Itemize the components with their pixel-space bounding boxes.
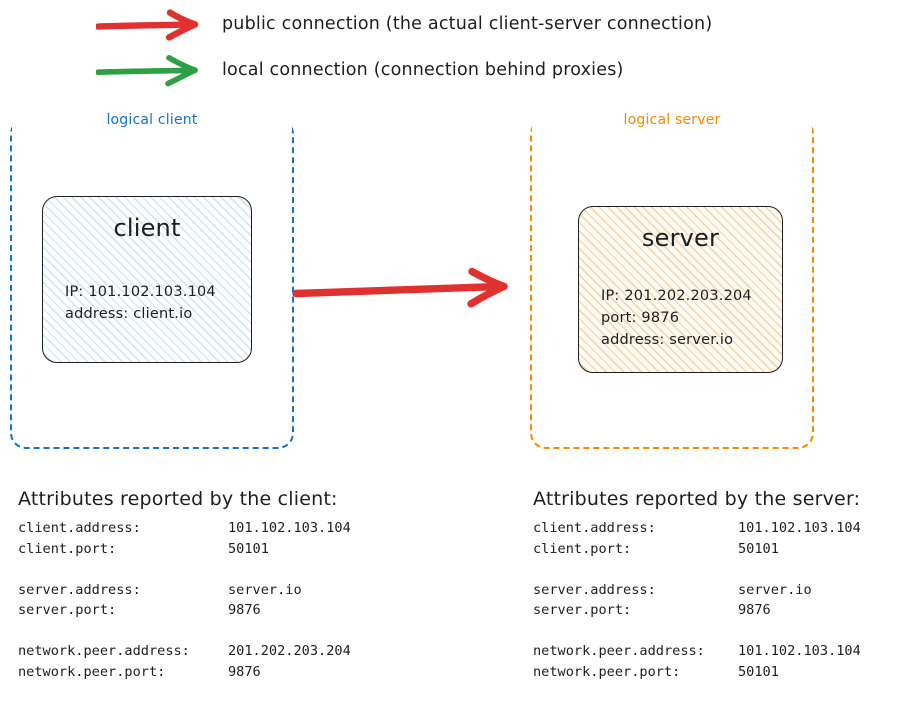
attr-key: client.address: xyxy=(533,520,656,536)
attr-key: server.port: xyxy=(18,602,117,618)
server-node-title: server xyxy=(641,224,720,252)
legend-label-local: local connection (connection behind prox… xyxy=(222,60,624,80)
attr-value: 201.202.203.204 xyxy=(228,643,351,659)
client-node-details: IP: 101.102.103.104 address: client.io xyxy=(65,281,216,325)
attr-value: 101.102.103.104 xyxy=(738,520,861,536)
attr-value: 101.102.103.104 xyxy=(228,520,351,536)
logical-client-label: logical client xyxy=(12,109,292,131)
table-row: network.peer.address: 101.102.103.104 xyxy=(533,641,861,662)
server-attributes-table: client.address: 101.102.103.104 client.p… xyxy=(533,518,861,682)
client-attributes-heading: Attributes reported by the client: xyxy=(18,488,338,510)
table-row: network.peer.port: 50101 xyxy=(533,662,861,683)
table-row: server.port: 9876 xyxy=(18,600,351,621)
server-node-line: port: 9876 xyxy=(601,310,680,326)
client-node: client IP: 101.102.103.104 address: clie… xyxy=(42,196,252,363)
legend-item-public: public connection (the actual client-ser… xyxy=(0,8,900,48)
client-attributes-block: Attributes reported by the client: clien… xyxy=(18,484,448,682)
server-attributes-heading: Attributes reported by the server: xyxy=(533,488,861,510)
attr-value: server.io xyxy=(738,581,812,598)
logical-server-label: logical server xyxy=(532,109,812,131)
client-node-line: IP: 101.102.103.104 xyxy=(65,284,216,300)
logical-server-group: logical server xyxy=(530,109,814,449)
server-node-details: IP: 201.202.203.204 port: 9876 address: … xyxy=(601,285,752,351)
table-row: client.port: 50101 xyxy=(18,539,351,560)
red-arrow-icon xyxy=(94,8,208,42)
table-row: client.address: 101.102.103.104 xyxy=(18,518,351,539)
attr-value: 9876 xyxy=(228,663,261,680)
server-node: server IP: 201.202.203.204 port: 9876 ad… xyxy=(578,206,783,373)
table-row-spacer xyxy=(533,621,861,642)
server-attributes-block: Attributes reported by the server: clien… xyxy=(533,484,900,682)
client-node-line: address: client.io xyxy=(65,306,193,322)
green-arrow-icon xyxy=(95,54,208,88)
table-row-spacer xyxy=(18,559,351,580)
server-node-line: address: server.io xyxy=(601,332,734,348)
attr-value: server.io xyxy=(228,581,302,598)
attr-value: 50101 xyxy=(228,540,269,557)
attr-key: client.address: xyxy=(18,520,141,536)
table-row: server.address: server.io xyxy=(533,580,861,601)
attr-key: network.peer.port: xyxy=(533,663,681,680)
attr-value: 50101 xyxy=(738,663,779,680)
table-row-spacer xyxy=(533,559,861,580)
attr-value: 101.102.103.104 xyxy=(738,643,861,659)
table-row: server.port: 9876 xyxy=(533,600,861,621)
table-row: network.peer.address: 201.202.203.204 xyxy=(18,641,351,662)
table-row: server.address: server.io xyxy=(18,580,351,601)
attr-key: network.peer.address: xyxy=(533,643,705,659)
table-row: client.address: 101.102.103.104 xyxy=(533,518,861,539)
attr-value: 9876 xyxy=(228,602,261,618)
attr-key: server.address: xyxy=(18,581,141,598)
attr-key: client.port: xyxy=(533,540,632,557)
attr-key: server.port: xyxy=(533,602,632,618)
table-row-spacer xyxy=(18,621,351,642)
attr-key: server.address: xyxy=(533,581,656,598)
table-row: client.port: 50101 xyxy=(533,539,861,560)
client-node-title: client xyxy=(113,214,181,242)
client-attributes-table: client.address: 101.102.103.104 client.p… xyxy=(18,518,351,682)
legend-label-public: public connection (the actual client-ser… xyxy=(222,14,713,34)
public-connection-arrow-icon xyxy=(292,262,520,318)
attr-key: network.peer.port: xyxy=(18,663,166,680)
attr-key: network.peer.address: xyxy=(18,643,190,659)
attr-value: 50101 xyxy=(738,540,779,557)
attr-key: client.port: xyxy=(18,540,117,557)
logical-client-group: logical client xyxy=(10,109,294,449)
table-row: network.peer.port: 9876 xyxy=(18,662,351,683)
attr-value: 9876 xyxy=(738,602,771,618)
server-node-line: IP: 201.202.203.204 xyxy=(601,288,752,304)
legend-item-local: local connection (connection behind prox… xyxy=(0,54,900,94)
legend: public connection (the actual client-ser… xyxy=(0,0,900,104)
